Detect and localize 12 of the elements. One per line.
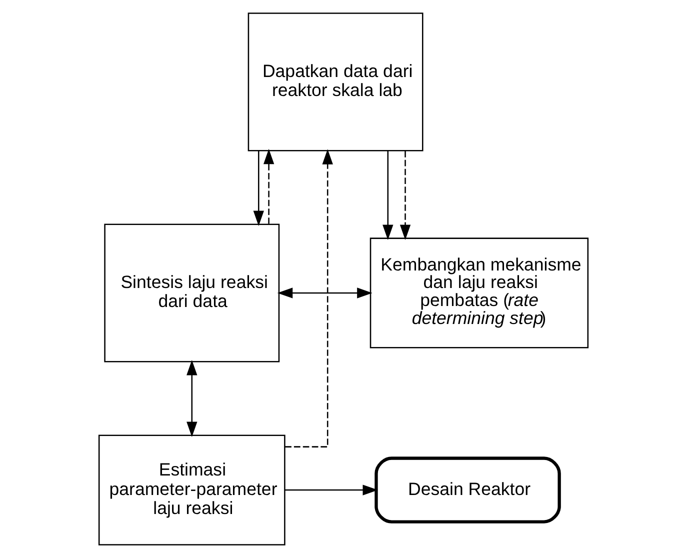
- node-box: Dapatkan data dari reaktor skala lab: [248, 12, 424, 152]
- arrow: [382, 151, 394, 240]
- node-box: Estimasi parameter-parameter laju reaksi: [98, 434, 286, 546]
- node-box: Desain Reaktor: [374, 456, 561, 524]
- arrow: [277, 288, 372, 298]
- arrow: [253, 151, 264, 226]
- arrow: [400, 151, 411, 240]
- arrow: [186, 360, 198, 438]
- arrow: [263, 148, 274, 224]
- node-box: Sintesis laju reaksi dari data: [104, 224, 280, 362]
- arrow: [285, 149, 333, 448]
- arrow: [284, 484, 378, 496]
